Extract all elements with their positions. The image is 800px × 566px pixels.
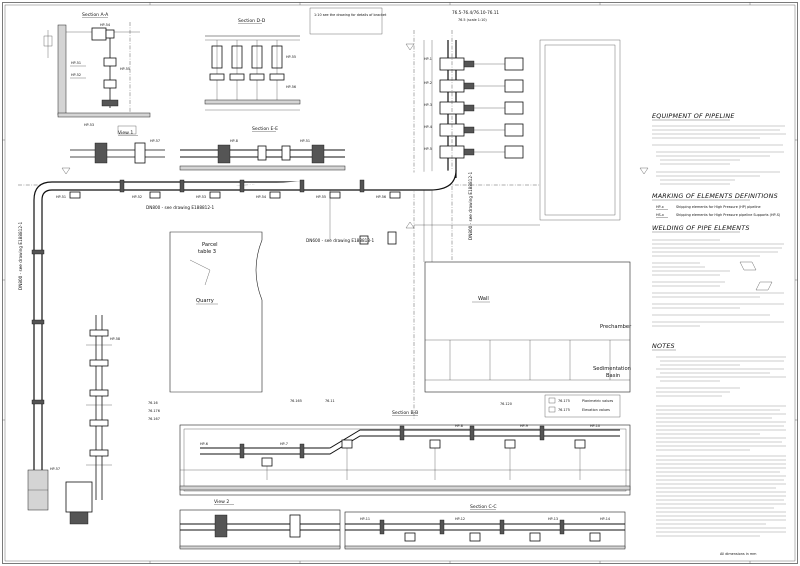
svg-text:HP-55: HP-55 — [286, 55, 296, 59]
marking-hp-desc: Shipping elements for High Pressure (HP)… — [676, 205, 761, 209]
sedimentation-label: Sedimentation — [593, 366, 631, 372]
top-note-box: 1:10 see the drawing for details of brac… — [314, 13, 387, 17]
marking-hp-tag: HP-x — [656, 205, 664, 209]
svg-text:HP-51: HP-51 — [71, 61, 81, 65]
elevation-2: 76.167 — [148, 417, 160, 421]
svg-text:HP-53: HP-53 — [84, 123, 94, 127]
parcel-table-label: table 3 — [198, 249, 216, 255]
svg-text:HP-55: HP-55 — [120, 67, 130, 71]
legend-item2: 76.175 — [558, 408, 570, 412]
view-1-title: View 1 — [118, 130, 133, 136]
section-bb-title: Section B-B — [392, 410, 418, 416]
wall-label: Wall — [478, 296, 489, 302]
main-pipeline-plan: DN800 - see drawing E188812-1 DN600 - se… — [18, 30, 540, 525]
pipe-tag-6: HP-7 — [280, 442, 288, 446]
section-markers — [61, 43, 649, 229]
legend-item2-desc: Elevation values — [582, 408, 610, 412]
parcel-label: Parcel — [202, 242, 218, 248]
pipe-tag-14: HP-51 — [56, 195, 66, 199]
pipe-tag-17: HP-54 — [256, 195, 266, 199]
pipe-tag-20: HP-57 — [50, 467, 60, 471]
quarry-label: Quarry — [196, 298, 214, 304]
pipe-tag-21: HP-58 — [110, 337, 120, 341]
section-d-d: Section D-D HP-55 HP-56 — [204, 18, 301, 111]
parcel-area: Parcel table 3 Quarry — [169, 231, 263, 393]
elevation-5: 76.120 — [500, 402, 512, 406]
top-note-line2: 76.5 (scale 1:10) — [458, 18, 487, 22]
notes-column: EQUIPMENT OF PIPELINE MARKING OF ELEMENT… — [652, 112, 786, 556]
heading-welding: WELDING OF PIPE ELEMENTS — [652, 224, 750, 232]
pipe-tag-12: HP-13 — [548, 517, 558, 521]
marking-hs-desc: Shipping elements for High Pressure pipe… — [676, 213, 781, 217]
pipe-note-center: DN600 - see drawing E188813-1 — [306, 238, 375, 243]
pipe-tag-9: HP-10 — [590, 424, 600, 428]
pipe-tag-3: HP-4 — [424, 125, 432, 129]
top-note: 1:10 see the drawing for details of brac… — [309, 7, 499, 35]
pipe-tag-0: HP-1 — [424, 57, 432, 61]
pipe-tag-7: HP-8 — [455, 424, 463, 428]
svg-text:HP-54: HP-54 — [100, 23, 110, 27]
pipe-note-right: DN800 - see drawing E188812-1 — [468, 171, 473, 240]
section-e-e: Section E-E HP-8 HP-51 — [179, 126, 346, 171]
heading-marking: MARKING OF ELEMENTS DEFINITIONS — [652, 192, 778, 200]
elevation-1: 76.176 — [148, 409, 160, 413]
pipe-tag-16: HP-53 — [196, 195, 206, 199]
pipe-tag-18: HP-55 — [316, 195, 326, 199]
marking-hs-tag: HS-x — [656, 213, 664, 217]
view-1: View 1 HP-53 HP-57 — [70, 123, 165, 164]
svg-text:HP-52: HP-52 — [71, 73, 81, 77]
section-dd-title: Section D-D — [238, 18, 266, 24]
pipe-tag-4: HP-5 — [424, 147, 432, 151]
heading-equipment: EQUIPMENT OF PIPELINE — [652, 112, 735, 120]
pipe-tags: HP-1 HP-2 HP-3 HP-4 HP-5 HP-6 HP-7 HP-8 … — [50, 57, 610, 521]
svg-text:HP-8: HP-8 — [230, 139, 238, 143]
elevation-tags: 76.16 76.176 76.167 76.165 76.11 76.120 — [148, 399, 512, 421]
section-c-c: Section C-C — [344, 504, 626, 550]
top-note-line1: 76.5-76.4/76.10-76.11 — [452, 10, 499, 15]
pipe-note-left: DN800 - see drawing E188812-1 — [18, 221, 23, 290]
pipe-tag-8: HP-9 — [520, 424, 528, 428]
legend: 76.175 Planimetric values 76.175 Elevati… — [544, 394, 621, 418]
view-2-title: View 2 — [214, 499, 229, 505]
pipe-tag-10: HP-11 — [360, 517, 370, 521]
elevation-4: 76.11 — [325, 399, 335, 403]
section-aa-title: Section A-A — [82, 12, 109, 18]
pipe-note-top: DN800 - see drawing E188812-1 — [146, 205, 215, 210]
svg-text:HP-51: HP-51 — [300, 139, 310, 143]
pipe-tag-2: HP-3 — [424, 103, 432, 107]
elevation-0: 76.16 — [148, 401, 158, 405]
pipe-tag-5: HP-6 — [200, 442, 208, 446]
pipe-tag-13: HP-14 — [600, 517, 610, 521]
corner-note: All dimensions in mm — [720, 552, 757, 556]
heading-notes: NOTES — [652, 342, 675, 350]
section-b-b: Section B-B — [179, 410, 631, 496]
section-ee-title: Section E-E — [252, 126, 278, 132]
pipe-tag-1: HP-2 — [424, 81, 432, 85]
svg-text:HP-56: HP-56 — [286, 85, 296, 89]
building-outline: Prechamber Sedimentation Basin Wall — [423, 39, 632, 393]
legend-item1-desc: Planimetric values — [582, 399, 613, 403]
legend-item1: 76.175 — [558, 399, 570, 403]
view-2: View 2 — [179, 499, 341, 550]
svg-text:HP-57: HP-57 — [150, 139, 160, 143]
pipe-tag-11: HP-12 — [455, 517, 465, 521]
section-cc-title: Section C-C — [470, 504, 497, 510]
prechamber-label: Prechamber — [600, 324, 632, 330]
basin-label: Basin — [606, 373, 620, 379]
elevation-3: 76.165 — [290, 399, 302, 403]
pipe-tag-19: HP-56 — [376, 195, 386, 199]
section-a-a: Section A-A HP-51 HP-52 HP-54 HP-55 — [43, 12, 151, 118]
pipe-tag-15: HP-52 — [132, 195, 142, 199]
inner-frame — [4, 4, 796, 562]
